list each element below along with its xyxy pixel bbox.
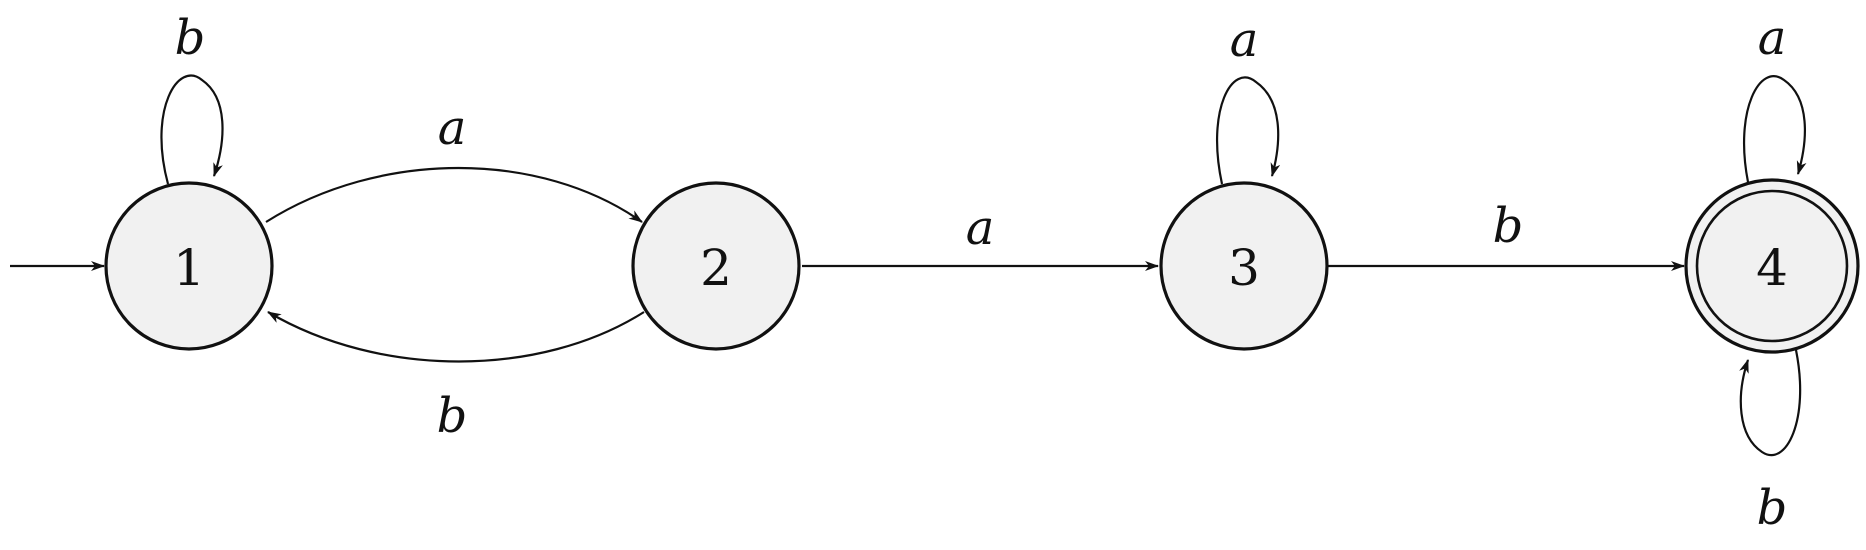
- state-3: 3: [1159, 181, 1329, 351]
- edge-label-2-1: b: [437, 388, 468, 444]
- edge-1-1-b-loop: [160, 74, 224, 185]
- edge-4-4-b-loop: [1739, 349, 1802, 457]
- state-1: 1: [104, 181, 274, 351]
- edge-4-4-a-loop: [1743, 75, 1807, 183]
- state-2: 2: [631, 181, 801, 351]
- edge-1-2-a: [265, 167, 643, 223]
- state-3-label: 3: [1228, 239, 1260, 297]
- edge-label-1-1: b: [175, 10, 206, 66]
- edge-label-4-4-bottom: b: [1757, 480, 1788, 536]
- edge-2-1-b: [267, 311, 645, 363]
- edge-3-3-a-loop: [1215, 76, 1281, 185]
- state-1-label: 1: [173, 239, 205, 297]
- edge-label-1-2: a: [438, 100, 467, 156]
- edge-label-3-4: b: [1493, 198, 1524, 254]
- state-4-label: 4: [1756, 239, 1788, 297]
- state-2-label: 2: [700, 239, 732, 297]
- state-4-accepting: 4: [1684, 178, 1860, 354]
- edge-label-4-4-top: a: [1758, 10, 1787, 66]
- edge-label-2-3: a: [966, 200, 995, 256]
- edge-label-3-3: a: [1230, 12, 1259, 68]
